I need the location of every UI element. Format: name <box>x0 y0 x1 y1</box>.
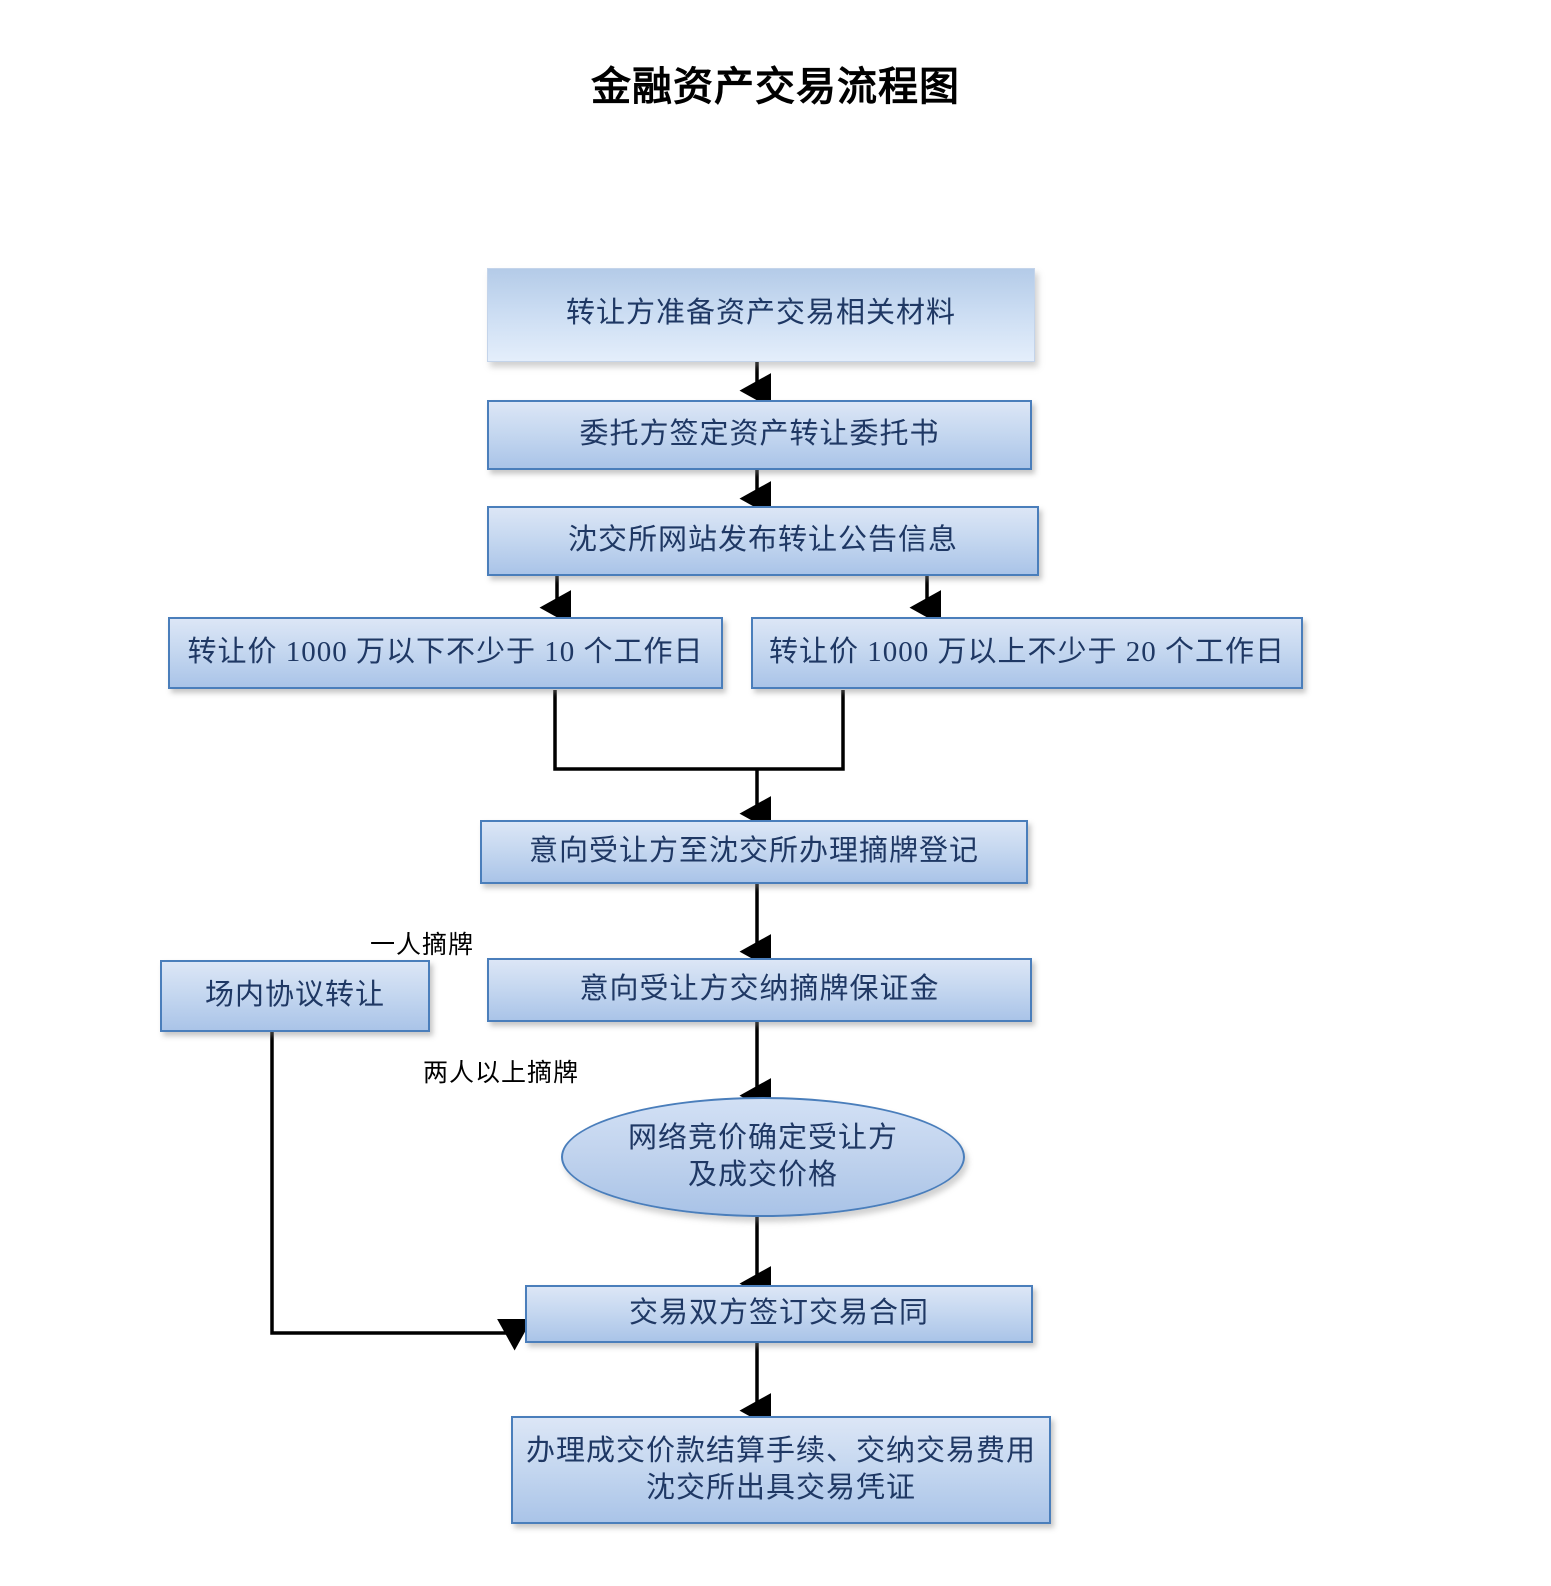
page-title: 金融资产交易流程图 <box>591 64 960 110</box>
node-contract[interactable]: 交易双方签订交易合同 <box>525 1285 1033 1343</box>
node-agreement-label: 场内协议转让 <box>204 979 385 1012</box>
node-over1000-label: 转让价 1000 万以上不少于 20 个工作日 <box>768 636 1285 669</box>
edge-label-many-bidder: 两人以上摘牌 <box>423 1060 580 1087</box>
node-announce-label: 沈交所网站发布转让公告信息 <box>567 524 958 557</box>
node-announce[interactable]: 沈交所网站发布转让公告信息 <box>487 506 1039 576</box>
node-contract-label: 交易双方签订交易合同 <box>628 1297 929 1330</box>
node-agreement[interactable]: 场内协议转让 <box>160 960 430 1032</box>
node-prepare[interactable]: 转让方准备资产交易相关材料 <box>487 268 1035 362</box>
node-under1000[interactable]: 转让价 1000 万以下不少于 10 个工作日 <box>168 617 723 689</box>
node-auction[interactable]: 网络竞价确定受让方 及成交价格 <box>561 1097 965 1217</box>
node-prepare-label: 转让方准备资产交易相关材料 <box>565 297 956 329</box>
node-over1000[interactable]: 转让价 1000 万以上不少于 20 个工作日 <box>751 617 1303 689</box>
node-deposit-label: 意向受让方交纳摘牌保证金 <box>579 973 940 1006</box>
node-register-label: 意向受让方至沈交所办理摘牌登记 <box>528 835 979 868</box>
edge-label-one-bidder: 一人摘牌 <box>370 932 475 959</box>
node-under1000-label: 转让价 1000 万以下不少于 10 个工作日 <box>187 636 704 669</box>
connector-merge-to-register <box>553 690 845 771</box>
node-entrust-label: 委托方签定资产转让委托书 <box>579 418 940 451</box>
node-register[interactable]: 意向受让方至沈交所办理摘牌登记 <box>480 820 1028 884</box>
node-entrust[interactable]: 委托方签定资产转让委托书 <box>487 400 1032 470</box>
node-auction-label: 网络竞价确定受让方 及成交价格 <box>627 1121 898 1191</box>
node-deposit[interactable]: 意向受让方交纳摘牌保证金 <box>487 958 1032 1022</box>
node-settlement[interactable]: 办理成交价款结算手续、交纳交易费用 沈交所出具交易凭证 <box>511 1416 1051 1524</box>
node-settlement-label: 办理成交价款结算手续、交纳交易费用 沈交所出具交易凭证 <box>525 1434 1036 1504</box>
